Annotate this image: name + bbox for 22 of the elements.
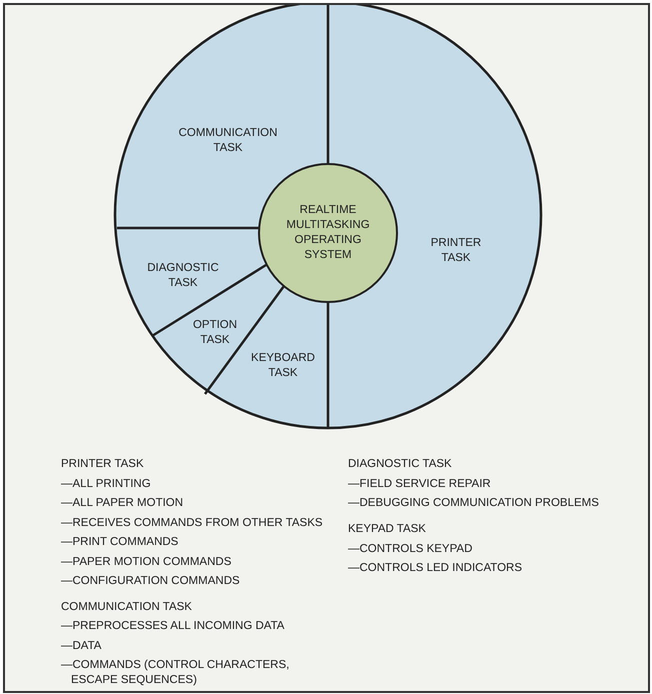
section-heading: KEYPAD TASK [348, 522, 426, 537]
list-item: —PAPER MOTION COMMANDS [61, 555, 232, 570]
list-item: —RECEIVES COMMANDS FROM OTHER TASKS [61, 516, 323, 531]
sector-label: OPTION TASK [190, 318, 240, 348]
list-item: —ALL PAPER MOTION [61, 496, 184, 511]
section-heading: COMMUNICATION TASK [61, 600, 192, 615]
list-item: —DATA [61, 639, 102, 654]
list-item: —CONTROLS LED INDICATORS [348, 561, 522, 576]
list-item: —PRINT COMMANDS [61, 535, 178, 550]
sector-label: COMMUNICATION TASK [178, 126, 278, 156]
list-item: —FIELD SERVICE REPAIR [348, 477, 491, 492]
list-item: —CONFIGURATION COMMANDS [61, 574, 240, 589]
list-item: —CONTROLS KEYPAD [348, 542, 472, 557]
sector-label: DIAGNOSTIC TASK [143, 261, 223, 291]
sector-label: KEYBOARD TASK [243, 351, 323, 381]
list-item: —ALL PRINTING [61, 477, 151, 492]
list-item: —PREPROCESSES ALL INCOMING DATA [61, 619, 284, 634]
sector-label: PRINTER TASK [416, 236, 496, 266]
list-item: —DEBUGGING COMMUNICATION PROBLEMS [348, 496, 599, 511]
list-item: —COMMANDS (CONTROL CHARACTERS, ESCAPE SEQUENCES) [61, 658, 290, 688]
section-heading: DIAGNOSTIC TASK [348, 457, 452, 472]
section-heading: PRINTER TASK [61, 457, 144, 472]
